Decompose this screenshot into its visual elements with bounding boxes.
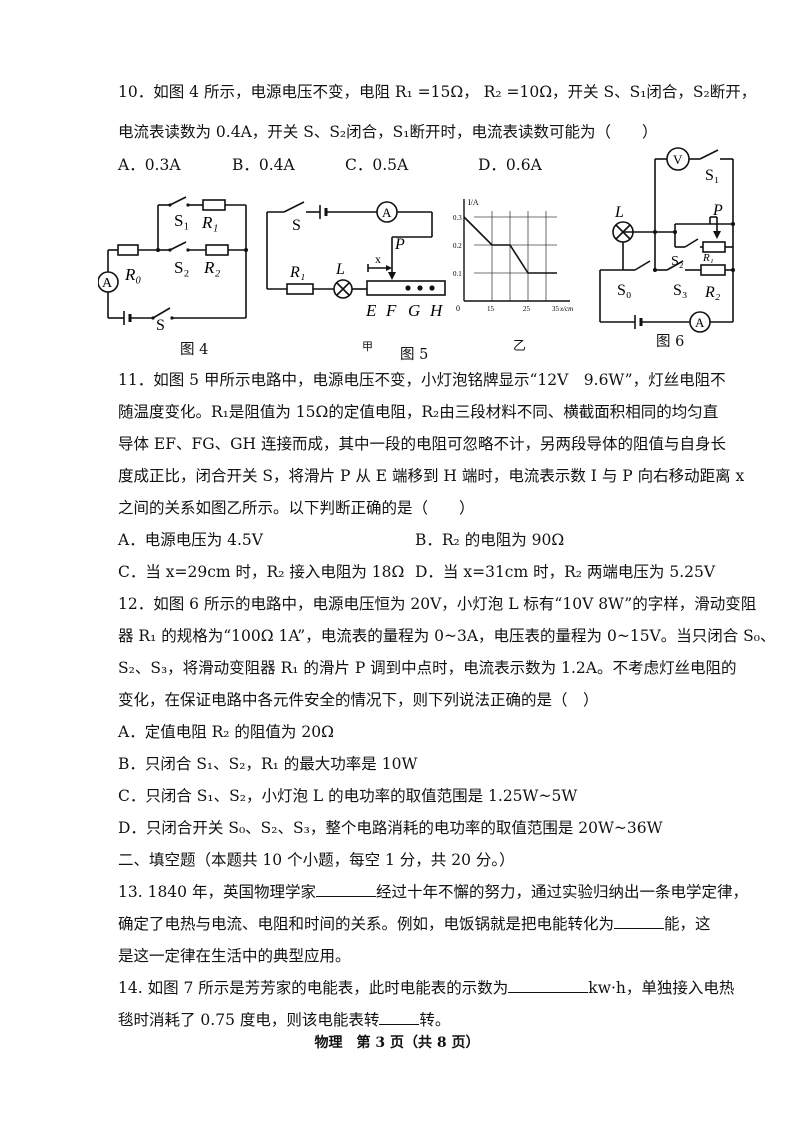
fig5-label-g: G: [408, 301, 420, 320]
q12-line4: 变化，在保证电路中各元件安全的情况下，则下列说法正确的是（ ）: [118, 691, 599, 709]
q12-option-c: C．只闭合 S₁、S₂，小灯泡 L 的电功率的取值范围是 1.25W~5W: [118, 787, 578, 805]
fig6-label-s0: S₀: [617, 282, 631, 299]
fig5-label-l: L: [335, 261, 345, 278]
q13-line3: 是这一定律在生活中的典型应用。: [118, 947, 351, 965]
graph-ylabel: I/A: [468, 198, 479, 207]
fig6-label-s3: S₃: [673, 282, 687, 299]
figure-5-caption: 图 5: [400, 347, 429, 363]
q11-option-a: A．电源电压为 4.5V: [118, 531, 263, 549]
q11-line4: 度成正比，闭合开关 S，将滑片 P 从 E 端移到 H 端时，电流表示数 I 与…: [118, 467, 745, 485]
q14-line1: 14. 如图 7 所示是芳芳家的电能表，此时电能表的示数为 kw·h，单独接入电热: [118, 976, 734, 998]
fig4-label-s2: S₂: [174, 258, 189, 277]
q14-line2b: 转。: [419, 1011, 451, 1029]
figure-5-circuit: S A P x R₁ L E F G H: [266, 201, 446, 320]
q12-option-d: D．只闭合开关 S₀、S₂、S₃，整个电路消耗的电功率的取值范围是 20W~36…: [118, 819, 663, 837]
fig4-label-r0: R₀: [124, 265, 141, 284]
q13-part1: 13. 1840 年，英国物理学家: [118, 883, 316, 901]
fig6-voltmeter-label: V: [673, 152, 683, 167]
figure-5-graph: I/A 0.3 0.2 0.1 0 15 25 35 x/cm: [453, 198, 573, 313]
q13-blank-1[interactable]: [315, 882, 376, 897]
q11-line3: 导体 EF、FG、GH 连接而成，其中一段的电阻可忽略不计，另两段导体的阻值与自…: [118, 435, 726, 453]
q13-line2b: 能，这: [664, 915, 711, 933]
q11-line1: 11．如图 5 甲所示电路中，电源电压不变，小灯泡铭牌显示“12V 9.6W”，…: [118, 371, 726, 389]
page-footer: 物理 第 3 页（共 8 页）: [314, 1035, 480, 1051]
fig5-label-p: P: [394, 236, 405, 253]
figure-4-caption: 图 4: [180, 342, 209, 358]
graph-xlabel: x/cm: [559, 305, 573, 313]
fig4-label-s: S: [156, 317, 165, 330]
q11-line2: 随温度变化。R₁是阻值为 15Ω的定值电阻，R₂由三段材料不同、横截面积相同的均…: [118, 403, 719, 421]
fig4-label-r1: R₁: [201, 213, 218, 232]
q12-line1: 12．如图 6 所示的电路中，电源电压恒为 20V，小灯泡 L 标有“10V 8…: [118, 595, 757, 613]
graph-ytick-1: 0.2: [453, 242, 462, 250]
figure-5-yi-label: 乙: [513, 339, 527, 354]
figure-4-circuit: S₁ R₁ S₂ R₂ R₀ A S: [98, 196, 248, 330]
q11-option-d: D．当 x=31cm 时，R₂ 两端电压为 5.25V: [415, 563, 716, 581]
section-2-heading: 二、填空题（本题共 10 个小题，每空 1 分，共 20 分。）: [118, 851, 515, 869]
q14-blank-2[interactable]: [379, 1010, 420, 1025]
figure-6-circuit: V S₁ L P S₂ R₁ S₀ S₃ R₂ A: [599, 147, 735, 333]
q10-option-b: B．0.4A: [232, 156, 295, 174]
figure-6-caption: 图 6: [656, 334, 685, 350]
q11-line5: 之间的关系如图乙所示。以下判断正确的是（ ）: [118, 499, 475, 517]
q10-line2: 电流表读数为 0.4A，开关 S、S₂闭合，S₁断开时，电流表读数可能为（ ）: [118, 123, 658, 141]
fig4-label-r2: R₂: [203, 258, 220, 277]
fig5-label-s: S: [292, 217, 301, 234]
q13-part2: 经过十年不懈的努力，通过实验归纳出一条电学定律，: [375, 883, 748, 901]
fig6-label-s1: S₁: [705, 167, 719, 184]
fig5-label-r1: R₁: [289, 264, 305, 281]
graph-ytick-0: 0.3: [453, 214, 462, 222]
q11-option-c: C．当 x=29cm 时，R₂ 接入电阻为 18Ω: [118, 563, 405, 581]
q13-blank-2[interactable]: [614, 914, 665, 929]
graph-ytick-2: 0.1: [453, 270, 462, 278]
fig4-ammeter-label: A: [102, 276, 113, 291]
q10-line1: 10．如图 4 所示，电源电压不变，电阻 R₁ =15Ω， R₂ =10Ω，开关…: [118, 83, 757, 101]
q13-line2a: 确定了电热与电流、电阻和时间的关系。例如，电饭锅就是把电能转化为: [118, 915, 615, 933]
q10-option-a: A．0.3A: [118, 156, 181, 174]
fig6-label-r1: R₁: [702, 252, 714, 264]
q14-blank-1[interactable]: [508, 978, 589, 993]
q13-line1: 13. 1840 年，英国物理学家 经过十年不懈的努力，通过实验归纳出一条电学定律…: [118, 880, 748, 902]
fig6-label-r2: R₂: [704, 284, 721, 301]
fig6-label-p: P: [712, 202, 723, 219]
q12-line3: S₂、S₃，将滑动变阻器 R₁ 的滑片 P 调到中点时，电流表示数为 1.2A。…: [118, 659, 737, 677]
q11-option-b: B．R₂ 的电阻为 90Ω: [415, 531, 565, 549]
graph-xtick-2: 25: [523, 305, 531, 313]
figure-5-jia-label: 甲: [362, 340, 373, 353]
q14-line2a: 毯时消耗了 0.75 度电，则该电能表转: [118, 1011, 380, 1029]
fig5-label-x: x: [375, 252, 381, 266]
q10-option-d: D．0.6A: [478, 156, 542, 174]
fig6-ammeter-label: A: [695, 315, 705, 330]
fig6-label-s2: S₂: [671, 254, 684, 269]
fig5-label-f: F: [385, 301, 397, 320]
q10-option-c: C．0.5A: [345, 156, 409, 174]
fig4-label-s1: S₁: [174, 211, 189, 230]
graph-xtick-0: 0: [456, 304, 460, 313]
q14-line2: 毯时消耗了 0.75 度电，则该电能表转 转。: [118, 1008, 450, 1030]
fig6-label-l: L: [614, 204, 624, 221]
q14-part2: kw·h，单独接入电热: [588, 979, 735, 997]
q12-option-b: B．只闭合 S₁、S₂，R₁ 的最大功率是 10W: [118, 755, 418, 773]
q14-part1: 14. 如图 7 所示是芳芳家的电能表，此时电能表的示数为: [118, 979, 509, 997]
fig5-label-h: H: [429, 301, 444, 320]
graph-xtick-1: 15: [487, 305, 495, 313]
q12-option-a: A．定值电阻 R₂ 的阻值为 20Ω: [118, 723, 334, 741]
graph-xtick-3: 35: [552, 305, 560, 313]
q12-line2: 器 R₁ 的规格为“100Ω 1A”，电流表的量程为 0~3A，电压表的量程为 …: [118, 627, 776, 645]
fig5-ammeter-label: A: [382, 205, 392, 220]
fig5-label-e: E: [365, 301, 377, 320]
q13-line2: 确定了电热与电流、电阻和时间的关系。例如，电饭锅就是把电能转化为 能，这: [118, 912, 711, 934]
